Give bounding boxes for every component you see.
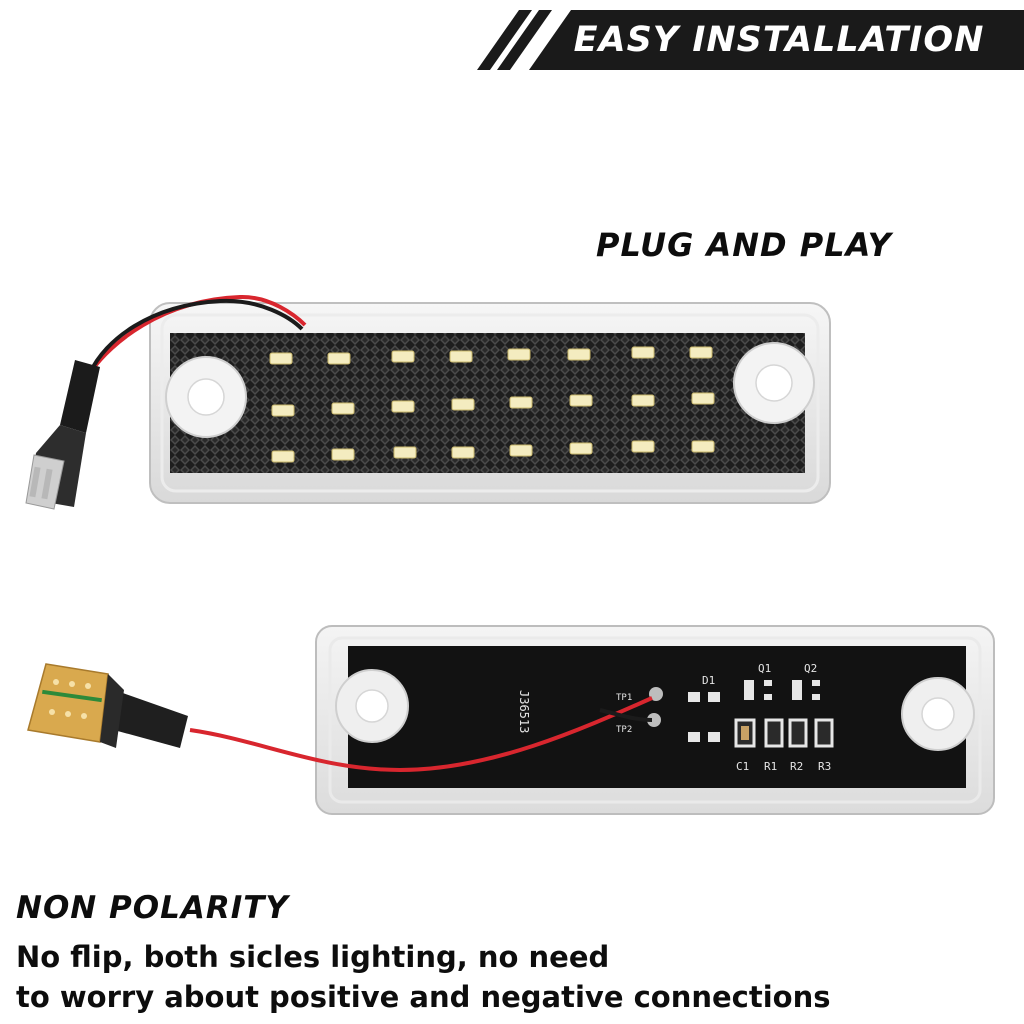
label-c1: C1 — [736, 760, 749, 773]
label-q2: Q2 — [804, 662, 817, 675]
solder-pad-tp1 — [649, 687, 663, 701]
connector-sleeve — [60, 360, 100, 433]
banner-title: EASY INSTALLATION — [573, 20, 985, 60]
black-wire — [599, 708, 653, 722]
led-face-photo — [25, 294, 831, 510]
description-line-2: to worry about positive and negative con… — [16, 980, 831, 1014]
label-part-number: J36513 — [517, 690, 531, 733]
pcb-back-photo: D1 Q1 Q2 C1 R1 R2 R3 TP1 TP2 J36513 — [27, 625, 995, 815]
label-d1: D1 — [702, 674, 715, 687]
label-r3: R3 — [818, 760, 831, 773]
non-polarity-heading: NON POLARITY — [16, 890, 289, 926]
black-wire — [88, 298, 304, 374]
led-array — [269, 346, 715, 463]
label-tp2: TP2 — [616, 725, 632, 735]
description-line-1: No flip, both sicles lighting, no need — [16, 940, 610, 974]
gold-connector-plug — [27, 663, 109, 743]
red-wire — [189, 696, 653, 773]
plug-and-play-heading: PLUG AND PLAY — [596, 226, 892, 264]
smd-components — [688, 680, 820, 742]
label-r1: R1 — [764, 760, 777, 773]
connector-sleeve — [114, 692, 188, 748]
label-q1: Q1 — [758, 662, 771, 675]
title-banner: EASY INSTALLATION — [455, 10, 1024, 70]
label-tp1: TP1 — [616, 693, 632, 703]
solder-pad-tp2 — [647, 713, 661, 727]
label-r2: R2 — [790, 760, 803, 773]
